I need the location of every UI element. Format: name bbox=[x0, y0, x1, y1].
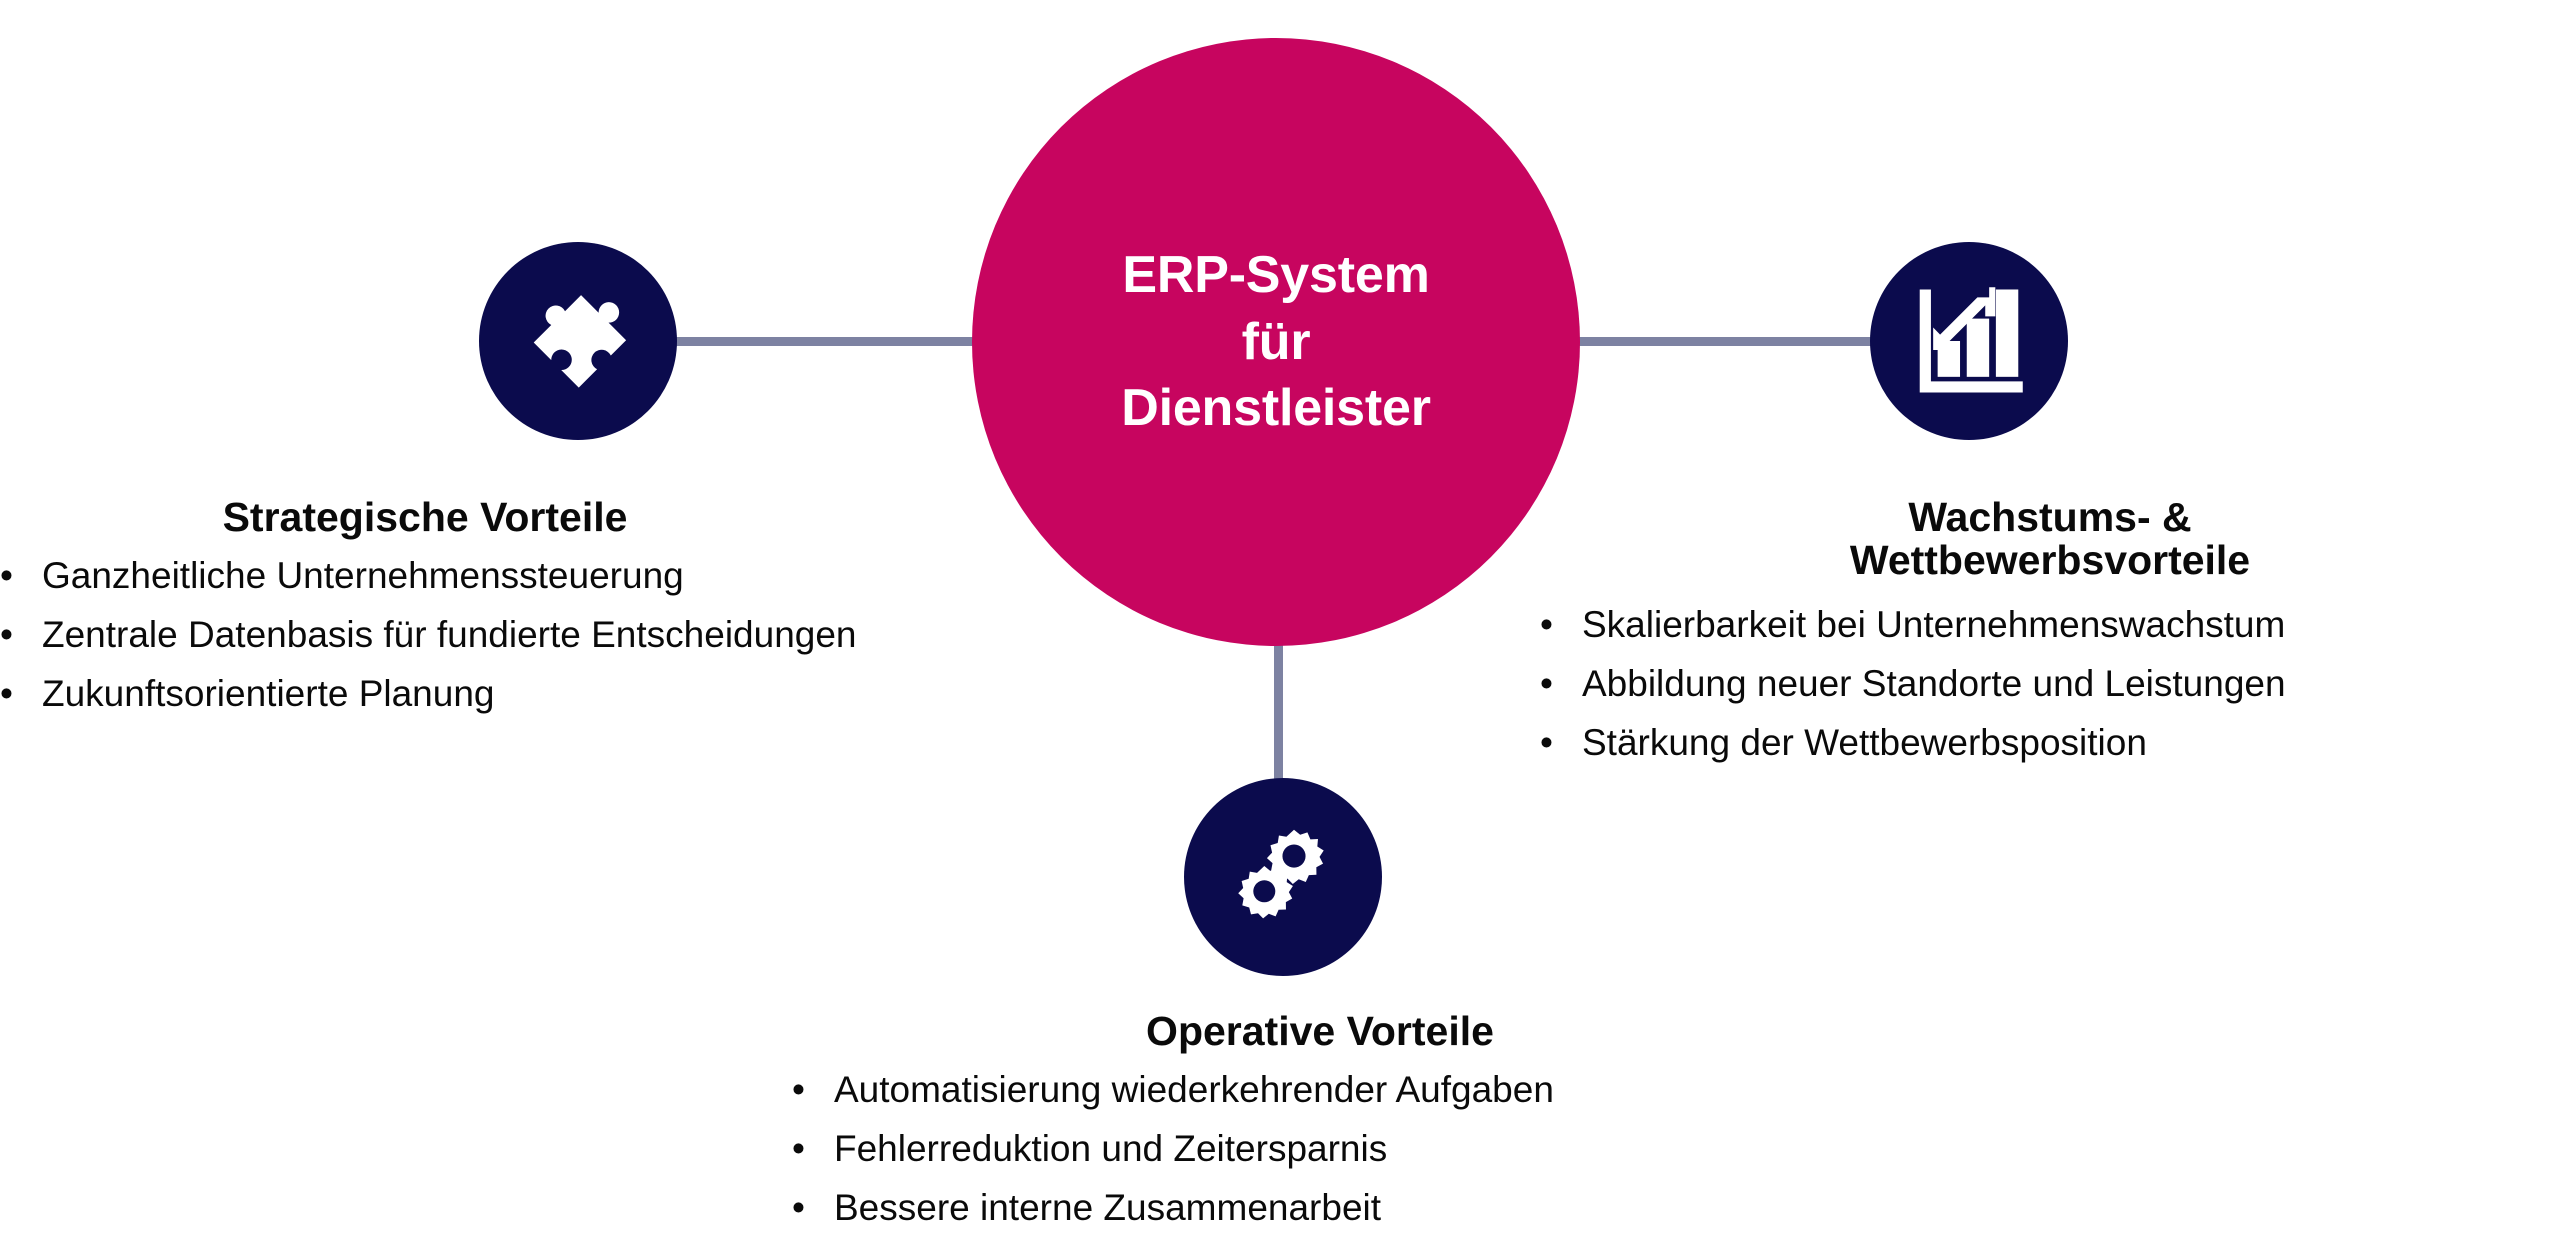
list-item-label: Fehlerreduktion und Zeitersparnis bbox=[834, 1128, 1388, 1170]
node-circle-operative bbox=[1184, 778, 1382, 976]
list-item: • Fehlerreduktion und Zeitersparnis bbox=[792, 1130, 1940, 1167]
list-item: • Abbildung neuer Standorte und Leistung… bbox=[1540, 665, 2560, 702]
list-item-label: Zentrale Datenbasis für fundierte Entsch… bbox=[42, 614, 857, 656]
list-item: • Skalierbarkeit bei Unternehmenswachstu… bbox=[1540, 606, 2560, 643]
hub-circle: ERP-System für Dienstleister bbox=[972, 38, 1580, 646]
list-item-label: Abbildung neuer Standorte und Leistungen bbox=[1582, 663, 2286, 705]
connector-hub-to-growth bbox=[1520, 337, 1920, 346]
branch-title-growth: Wachstums- & Wettbewerbsvorteile bbox=[1849, 494, 2251, 584]
list-item-label: Stärkung der Wettbewerbsposition bbox=[1582, 722, 2147, 764]
list-item-label: Bessere interne Zusammenarbeit bbox=[834, 1187, 1382, 1229]
list-item-label: Automatisierung wiederkehrender Aufgaben bbox=[834, 1069, 1554, 1111]
branch-bullets-operative: • Automatisierung wiederkehrender Aufgab… bbox=[640, 1071, 1940, 1226]
bullet-glyph: • bbox=[0, 555, 13, 597]
branch-block-strategic: Strategische Vorteile • Ganzheitliche Un… bbox=[0, 494, 870, 712]
bullet-glyph: • bbox=[1540, 663, 1553, 705]
bullet-glyph: • bbox=[792, 1187, 805, 1229]
bullet-glyph: • bbox=[0, 673, 13, 715]
list-item: • Automatisierung wiederkehrender Aufgab… bbox=[792, 1071, 1940, 1108]
bar-chart-growth-icon bbox=[1913, 285, 2025, 397]
list-item: • Ganzheitliche Unternehmenssteuerung bbox=[0, 557, 870, 594]
bullet-glyph: • bbox=[1540, 722, 1553, 764]
branch-block-operative: Operative Vorteile • Automatisierung wie… bbox=[640, 1008, 1940, 1226]
branch-block-growth: Wachstums- & Wettbewerbsvorteile • Skali… bbox=[1540, 494, 2560, 761]
gears-icon bbox=[1228, 822, 1338, 932]
list-item: • Zukunftsorientierte Planung bbox=[0, 675, 870, 712]
bullet-glyph: • bbox=[792, 1069, 805, 1111]
branch-bullets-growth: • Skalierbarkeit bei Unternehmenswachstu… bbox=[1540, 606, 2560, 761]
list-item: • Zentrale Datenbasis für fundierte Ents… bbox=[0, 616, 870, 653]
list-item: • Bessere interne Zusammenarbeit bbox=[792, 1189, 1940, 1226]
bullet-glyph: • bbox=[1540, 604, 1553, 646]
branch-title-operative: Operative Vorteile bbox=[1146, 1008, 1494, 1054]
bullet-glyph: • bbox=[0, 614, 13, 656]
list-item: • Stärkung der Wettbewerbsposition bbox=[1540, 724, 2560, 761]
list-item-label: Zukunftsorientierte Planung bbox=[42, 673, 495, 715]
node-circle-growth bbox=[1870, 242, 2068, 440]
branch-title-strategic: Strategische Vorteile bbox=[222, 494, 628, 540]
branch-bullets-strategic: • Ganzheitliche Unternehmenssteuerung • … bbox=[0, 557, 870, 712]
node-circle-strategic bbox=[479, 242, 677, 440]
list-item-label: Skalierbarkeit bei Unternehmenswachstum bbox=[1582, 604, 2286, 646]
connector-hub-to-strategic bbox=[620, 337, 1040, 346]
connector-hub-to-operative bbox=[1274, 600, 1283, 800]
puzzle-piece-icon bbox=[524, 287, 632, 395]
list-item-label: Ganzheitliche Unternehmenssteuerung bbox=[42, 555, 684, 597]
hub-label: ERP-System für Dienstleister bbox=[1121, 246, 1431, 438]
bullet-glyph: • bbox=[792, 1128, 805, 1170]
